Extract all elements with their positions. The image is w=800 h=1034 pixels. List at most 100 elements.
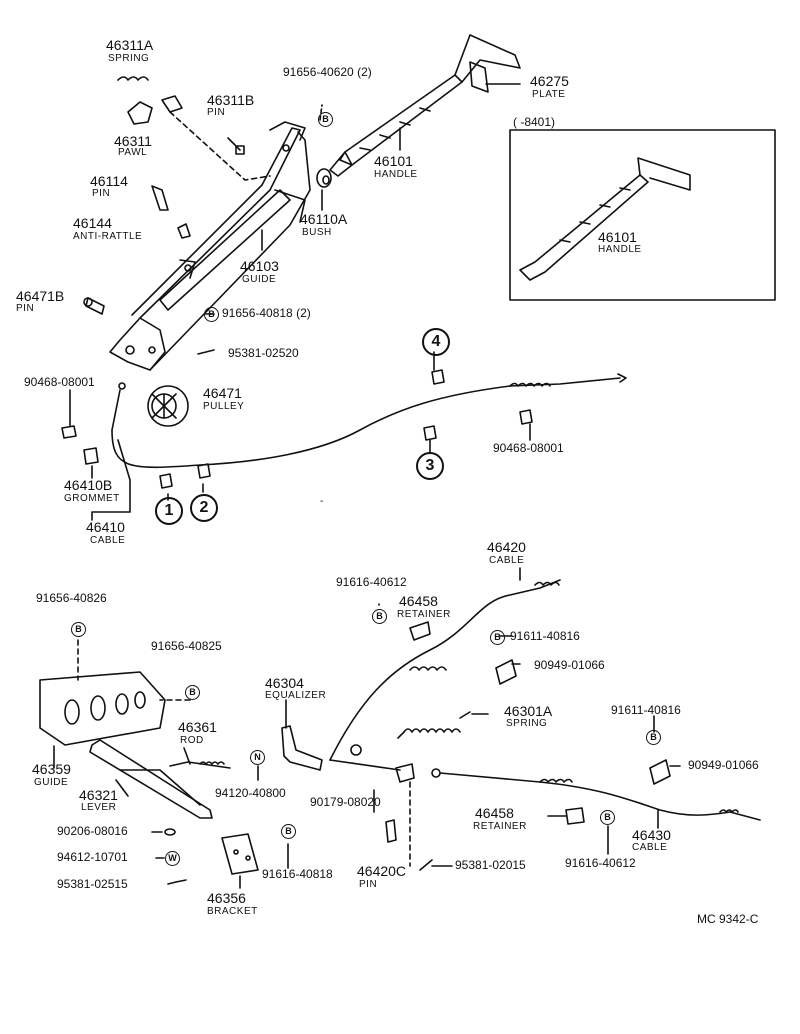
bolt-marker: B xyxy=(281,824,296,839)
callout-1: 1 xyxy=(155,497,183,525)
handle-46101-shape xyxy=(329,34,521,177)
label-46311-num: 46311 xyxy=(114,133,152,149)
label-46301A-num: 46301A xyxy=(504,703,553,719)
label-90949-01066-b: 90949-01066 xyxy=(688,758,759,772)
label-46410-name: CABLE xyxy=(90,535,126,546)
pin-46114-shape xyxy=(151,185,169,211)
label-46275-num: 46275 xyxy=(530,73,569,89)
label-46311B-name: PIN xyxy=(207,107,226,118)
callout-4: 4 xyxy=(422,328,450,356)
label-46321-num: 46321 xyxy=(79,787,118,803)
label-46321-name: LEVER xyxy=(81,802,117,813)
label-46420-num: 46420 xyxy=(487,539,526,555)
label-91611-40816-a: 91611-40816 xyxy=(510,629,580,643)
label-95381-02015: 95381-02015 xyxy=(455,858,526,872)
label-91611-40816-b: 91611-40816 xyxy=(611,703,681,717)
label-46420-name: CABLE xyxy=(489,555,525,566)
spring-46301A-shape xyxy=(397,711,471,739)
label-46430-name: CABLE xyxy=(632,842,668,853)
label-46101-name: HANDLE xyxy=(374,169,418,180)
pawl-46311-shape xyxy=(127,95,183,125)
bolt-marker: B xyxy=(600,810,615,825)
label-46430-num: 46430 xyxy=(632,827,671,843)
label-91656-40620: 91656-40620 (2) xyxy=(283,65,372,79)
label-46304-num: 46304 xyxy=(265,675,304,691)
label-46301A-name: SPRING xyxy=(506,718,548,729)
clips-shape xyxy=(61,369,533,489)
label-91656-40818: 91656-40818 (2) xyxy=(222,306,311,320)
label-46458-top-name: RETAINER xyxy=(397,609,451,620)
label-91656-40826: 91656-40826 xyxy=(36,591,107,605)
guide-46103-shape xyxy=(109,121,311,371)
label-46311B-num: 46311B xyxy=(207,92,255,108)
label-46420C-num: 46420C xyxy=(357,863,407,879)
label-46471-num: 46471 xyxy=(203,385,242,401)
label-46103-name: GUIDE xyxy=(242,274,277,285)
bush-46110A-shape xyxy=(316,168,332,188)
cable-46420-shape xyxy=(329,579,561,771)
grommet-46410B-shape xyxy=(83,447,99,465)
label-46458-bottom-name: RETAINER xyxy=(473,821,527,832)
label-95381-02520: 95381-02520 xyxy=(228,346,299,360)
label-91616-40818: 91616-40818 xyxy=(262,867,333,881)
label-46311-name: PAWL xyxy=(118,147,148,158)
washer-marker: W xyxy=(165,851,180,866)
callout-3: 3 xyxy=(416,452,444,480)
equalizer-46304-shape xyxy=(281,725,323,771)
label-94612-10701: 94612-10701 xyxy=(57,850,128,864)
label-46275-name: PLATE xyxy=(532,89,566,100)
bolt-marker: B xyxy=(318,112,333,127)
retainers-clamps-shape xyxy=(409,621,671,825)
label-46359-name: GUIDE xyxy=(34,777,69,788)
label-46311A-name: SPRING xyxy=(108,53,150,64)
label-46114-name: PIN xyxy=(92,188,111,199)
small-hardware-shape xyxy=(164,828,187,883)
label-94120-40800: 94120-40800 xyxy=(215,786,286,800)
label-46101-alt-num: 46101 xyxy=(598,229,637,245)
label-46110A-num: 46110A xyxy=(300,211,348,227)
label-91616-40612-top: 91616-40612 xyxy=(336,575,407,589)
label-46103-num: 46103 xyxy=(240,258,279,274)
pin-46420C-shape xyxy=(385,819,433,871)
label-46356-name: BRACKET xyxy=(207,906,258,917)
label-46144-name: ANTI-RATTLE xyxy=(73,231,143,242)
label-91616-40612-bottom: 91616-40612 xyxy=(565,856,636,870)
label-95381-02515: 95381-02515 xyxy=(57,877,128,891)
label-90468-08001-left: 90468-08001 xyxy=(24,375,95,389)
label-46410B-name: GROMMET xyxy=(64,493,120,504)
bolt-marker: B xyxy=(71,622,86,637)
label-46144-num: 46144 xyxy=(73,215,112,231)
cable-46430-shape xyxy=(431,768,761,821)
label-46356-num: 46356 xyxy=(207,890,246,906)
label-90179-08020: 90179-08020 xyxy=(310,795,381,809)
label-46471B-num: 46471B xyxy=(16,288,65,304)
label-46458-top-num: 46458 xyxy=(399,593,438,609)
pulley-46471-shape xyxy=(147,385,189,427)
label-46410B-num: 46410B xyxy=(64,477,113,493)
variant-box xyxy=(509,129,776,301)
nut-marker: N xyxy=(250,750,265,765)
bracket-46356-shape xyxy=(221,833,259,875)
anti-rattle-46144-shape xyxy=(177,223,191,239)
figure-code: MC 9342-C xyxy=(697,912,759,926)
stray-mark: - xyxy=(320,496,323,507)
label-46359-num: 46359 xyxy=(32,761,71,777)
guide-46359-shape xyxy=(39,671,166,746)
bolt-marker: B xyxy=(646,730,661,745)
label-46458-bottom-num: 46458 xyxy=(475,805,514,821)
bolt-marker: B xyxy=(490,630,505,645)
bolt-marker: B xyxy=(204,307,219,322)
label-46420C-name: PIN xyxy=(359,879,378,890)
spring-46311A-shape xyxy=(117,76,149,81)
pin-46311B-shape xyxy=(227,137,245,155)
callout-2: 2 xyxy=(190,494,218,522)
label-46361-num: 46361 xyxy=(178,719,217,735)
bolt-marker: B xyxy=(185,685,200,700)
label-90206-08016: 90206-08016 xyxy=(57,824,128,838)
label-46471B-name: PIN xyxy=(16,303,35,314)
clevis-shape xyxy=(350,744,415,783)
label-46101-num: 46101 xyxy=(374,153,413,169)
bolt-marker: B xyxy=(372,609,387,624)
variant-range: ( -8401) xyxy=(513,115,556,129)
